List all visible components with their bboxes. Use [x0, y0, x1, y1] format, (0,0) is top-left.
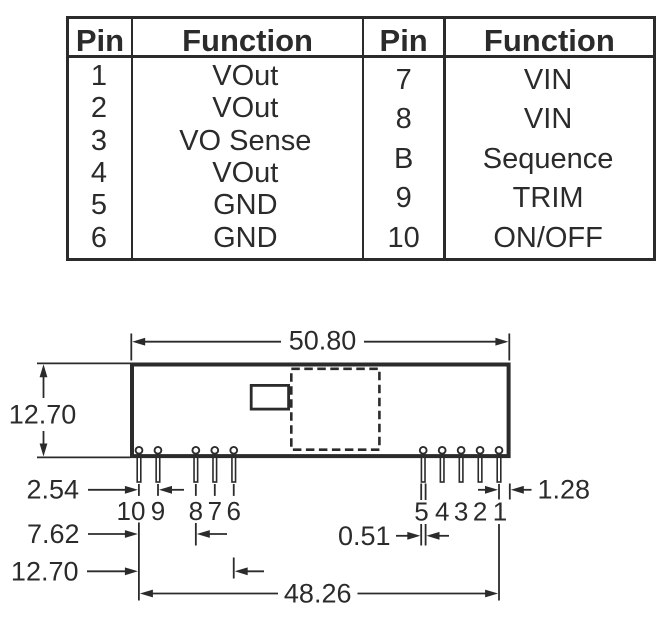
- dimension-pin1-edge-offset: [478, 483, 532, 500]
- arrowhead-icon: [196, 530, 210, 538]
- dim-body-width-label: 50.80: [289, 326, 357, 356]
- arrowhead-icon: [234, 567, 248, 576]
- pin-number-cell: 6: [90, 221, 108, 254]
- pin-function-cell: ON/OFF: [493, 221, 603, 254]
- table-row: 3 VO Sense: [69, 125, 362, 157]
- pin-number-cell: 4: [90, 157, 108, 190]
- pin-number-label: 4: [435, 497, 449, 527]
- table-row: 4 VOut: [69, 157, 362, 189]
- dim-pin-width-label: 0.51: [338, 521, 391, 551]
- arrowhead-icon: [132, 337, 146, 346]
- column-header-function: Function: [483, 22, 615, 58]
- table-body-right: 7 VIN 8 VIN B Sequence 9 TRIM 10 ON/OFF: [364, 58, 653, 258]
- table-row: 5 GND: [69, 190, 362, 222]
- pin-function-cell: TRIM: [512, 182, 584, 215]
- pin-number-label: 5: [414, 497, 428, 527]
- dim-pin6-offset-label: 12.70: [11, 557, 79, 587]
- arrowhead-icon: [407, 531, 421, 540]
- arrowhead-icon: [39, 364, 48, 378]
- table-row: 7 VIN: [364, 61, 653, 101]
- right-pin-numbers: 5 4 3 2 1: [414, 497, 507, 527]
- dim-pin-pitch-label: 2.54: [26, 474, 79, 504]
- pin-number-cell: 7: [395, 63, 412, 96]
- arrowhead-icon: [485, 485, 498, 494]
- pin-number-label: 2: [473, 497, 487, 527]
- pin-number-label: 10: [117, 496, 146, 526]
- pin-number-cell: 10: [387, 221, 420, 254]
- arrowhead-icon: [124, 530, 138, 538]
- dashed-component-outline: [289, 367, 381, 451]
- pin-function-cell: VIN: [523, 103, 573, 136]
- pin-function-cell: VO Sense: [179, 124, 312, 157]
- arrowhead-icon: [495, 337, 509, 346]
- dimension-pin-pitch: [88, 484, 235, 496]
- table-row: 9 TRIM: [364, 179, 653, 219]
- left-pin-numbers: 10 9 8 7 6: [117, 496, 241, 526]
- pin-number-label: 6: [226, 496, 240, 526]
- column-header-function: Function: [182, 22, 313, 58]
- pin-number-label: 3: [454, 497, 468, 527]
- arrowhead-icon: [124, 485, 138, 494]
- dimension-pin-width: [396, 483, 449, 546]
- dimension-pin6-offset: [87, 557, 264, 579]
- dim-pin1-edge-offset-label: 1.28: [538, 474, 591, 504]
- arrowhead-icon: [510, 485, 524, 494]
- pin-function-table: Pin Function Pin Function 1 VOut 2 VOut …: [66, 16, 656, 261]
- pin-number-cell: 3: [90, 124, 108, 157]
- table-body-left: 1 VOut 2 VOut 3 VO Sense 4 VOut 5 GND 6 …: [69, 58, 362, 258]
- arrowhead-icon: [159, 485, 172, 494]
- pin-function-cell: Sequence: [482, 142, 614, 175]
- pin-number-cell: 8: [395, 103, 412, 136]
- pin-function-cell: VOut: [212, 92, 279, 125]
- pin-number-cell: 5: [90, 189, 108, 222]
- table-row: 6 GND: [69, 222, 362, 254]
- table-row: 8 VIN: [364, 100, 653, 140]
- pin-number-cell: B: [394, 142, 414, 175]
- table-row: B Sequence: [364, 140, 653, 180]
- table-divider: [443, 19, 446, 258]
- pin-number-cell: 2: [90, 92, 108, 125]
- table-row: 2 VOut: [69, 93, 362, 125]
- arrowhead-icon: [485, 589, 499, 598]
- column-header-pin: Pin: [379, 22, 428, 58]
- arrowhead-icon: [139, 589, 153, 598]
- table-divider: [361, 19, 365, 258]
- pin-function-cell: VOut: [212, 157, 279, 190]
- table-row: 1 VOut: [69, 61, 362, 93]
- pin-function-cell: VOut: [212, 60, 279, 93]
- pin-number-label: 7: [208, 496, 222, 526]
- pin-number-label: 8: [189, 496, 203, 526]
- dimension-pin-row-span: [139, 524, 500, 601]
- dimension-body-width: [130, 333, 511, 361]
- pin-number-label: 1: [493, 497, 507, 527]
- table-header-divider: [69, 55, 653, 58]
- table-row: 10 ON/OFF: [364, 219, 653, 259]
- pin-function-cell: VIN: [523, 63, 573, 96]
- dimension-body-height: [37, 362, 130, 459]
- dim-pin-row-span-label: 48.26: [284, 579, 352, 609]
- pin-shoulders: [134, 445, 504, 455]
- arrowhead-icon: [124, 567, 138, 576]
- column-header-pin: Pin: [75, 22, 125, 58]
- package-body: [130, 362, 511, 459]
- pin-leads: [136, 455, 502, 483]
- label-box: [249, 383, 290, 411]
- pin-number-cell: 1: [90, 60, 108, 93]
- table-divider: [130, 19, 134, 258]
- dimension-pin8-offset: [88, 522, 227, 601]
- arrowhead-icon: [39, 443, 48, 457]
- dim-body-height-label: 12.70: [9, 400, 77, 430]
- dim-pin8-offset-label: 7.62: [27, 519, 80, 549]
- pin-number-cell: 9: [395, 182, 412, 215]
- pin-function-cell: GND: [213, 221, 278, 254]
- pin-function-cell: GND: [213, 189, 278, 222]
- pin-number-label: 9: [151, 496, 165, 526]
- arrowhead-icon: [426, 531, 440, 540]
